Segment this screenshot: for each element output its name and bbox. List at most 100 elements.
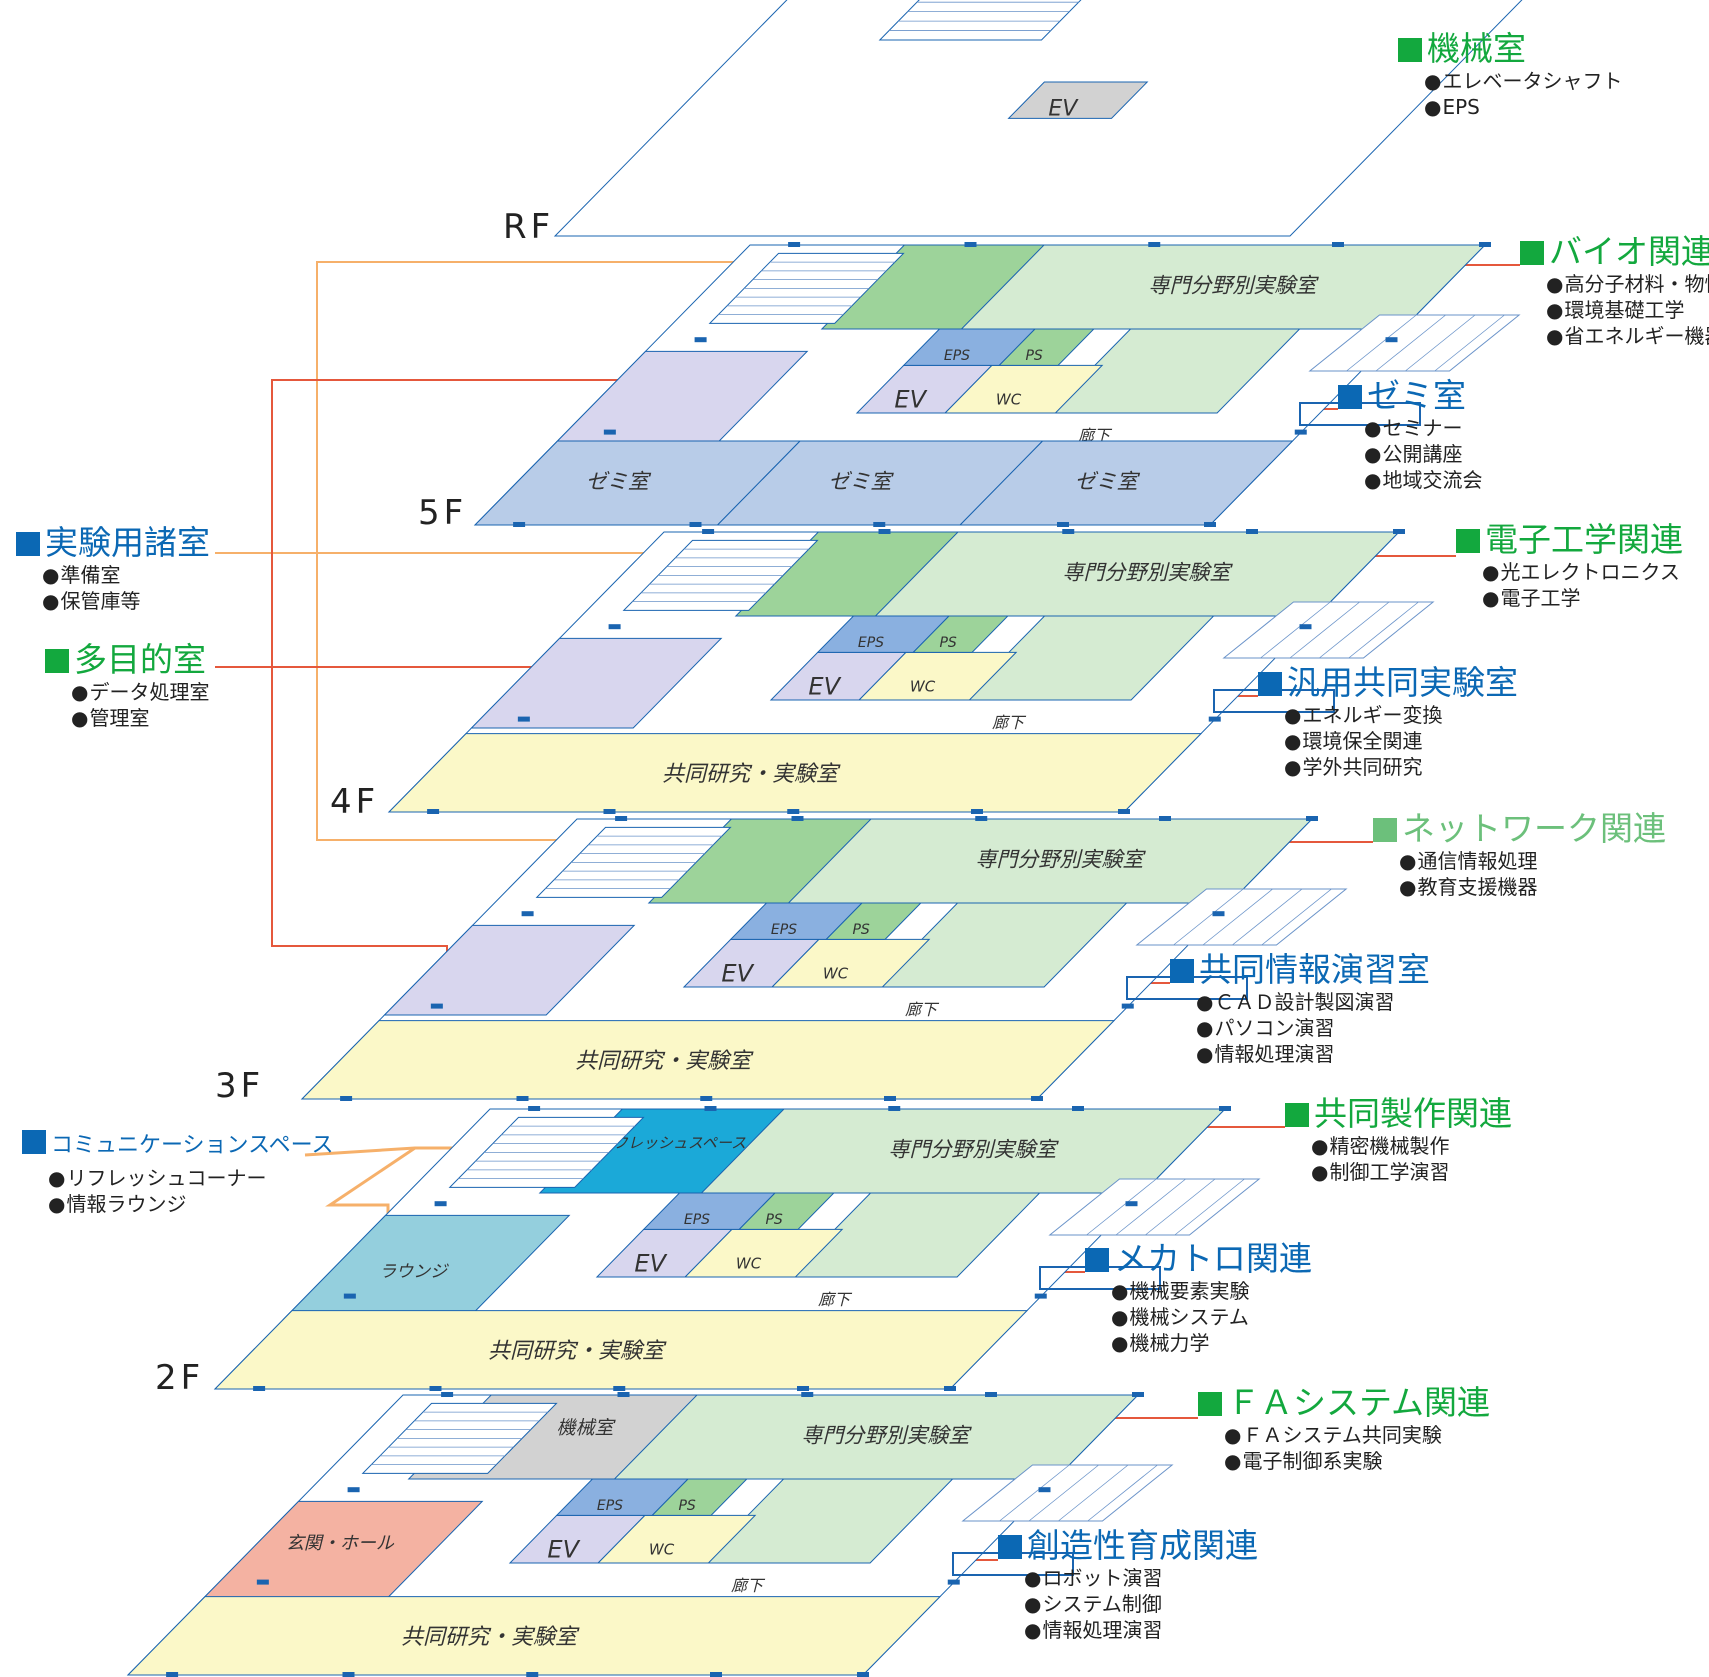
legend-12: ＦＡシステム関連ＦＡシステム共同実験電子制御系実験 — [1198, 1384, 1490, 1474]
zemi-label-1: ゼミ室 — [586, 470, 652, 494]
ps-room — [651, 1478, 748, 1516]
legend-items: エネルギー変換環境保全関連学外共同研究 — [1258, 702, 1518, 780]
legend-item: 高分子材料・物性 — [1546, 271, 1709, 297]
legend-item: ＦＡシステム共同実験 — [1224, 1422, 1490, 1448]
ps-label: PS — [678, 1498, 695, 1514]
refresh-label: リフレッシュスペース — [598, 1134, 746, 1152]
floor-3f-joint-lab — [300, 1020, 1116, 1100]
ev-label: EV — [721, 959, 754, 987]
legend-item: 制御工学演習 — [1311, 1159, 1512, 1185]
legend-10: コミュニケーションスペースリフレッシュコーナー情報ラウンジ — [22, 1127, 333, 1217]
wc-label: WC — [910, 678, 936, 696]
legend-items: ＣＡＤ設計製図演習パソコン演習情報処理演習 — [1170, 989, 1430, 1067]
legend-title: 汎用共同実験室 — [1258, 664, 1518, 702]
eps-label: EPS — [944, 348, 970, 364]
legend-item: 光エレクトロニクス — [1482, 559, 1683, 585]
legend-item: エネルギー変換 — [1284, 702, 1518, 728]
machine-label: 機械室 — [556, 1417, 616, 1439]
floor-4f-corridor-label: 廊下 — [992, 713, 1027, 732]
floor-1f-corridor-label: 廊下 — [731, 1576, 766, 1595]
wc-label: WC — [996, 391, 1022, 409]
floor-1f-joint-lab — [126, 1596, 942, 1676]
legend-items: 精密機械製作制御工学演習 — [1285, 1133, 1512, 1185]
legend-6: 汎用共同実験室エネルギー変換環境保全関連学外共同研究 — [1258, 664, 1518, 780]
floor-4f-joint-lab — [387, 733, 1203, 813]
floor-3f-lab-ext — [873, 902, 1128, 988]
legend-items: 通信情報処理教育支援機器 — [1373, 848, 1666, 900]
square-bullet-icon — [45, 649, 69, 673]
legend-11: メカトロ関連機械要素実験機械システム機械力学 — [1085, 1240, 1312, 1356]
floor-2f-lab-ext — [786, 1192, 1041, 1278]
legend-1: バイオ関連高分子材料・物性環境基礎工学省エネルギー機器 — [1520, 233, 1709, 349]
ps-room — [912, 615, 1009, 653]
floor-4f-joint-label: 共同研究・実験室 — [662, 762, 841, 787]
legend-items: リフレッシュコーナー情報ラウンジ — [22, 1165, 333, 1217]
stair — [878, 0, 1082, 41]
legend-item: 保管庫等 — [42, 588, 210, 614]
floor-2f-joint-lab — [213, 1310, 1029, 1390]
floor-rf: EV — [553, 0, 1523, 237]
floor-2f-joint-label: 共同研究・実験室 — [488, 1339, 667, 1364]
legend-item: 情報処理演習 — [1196, 1041, 1430, 1067]
ps-label: PS — [852, 922, 869, 938]
floor-5f-label: 5F — [418, 493, 467, 533]
legend-item: 機械力学 — [1111, 1330, 1312, 1356]
square-bullet-icon — [1456, 529, 1480, 553]
square-bullet-icon — [1520, 241, 1544, 265]
legend-item: 機械要素実験 — [1111, 1278, 1312, 1304]
legend-title: 創造性育成関連 — [998, 1527, 1258, 1565]
legend-items: データ処理室管理室 — [45, 679, 209, 731]
legend-title: 機械室 — [1398, 30, 1622, 68]
legend-item: 環境保全関連 — [1284, 728, 1518, 754]
lounge-label: ラウンジ — [379, 1262, 449, 1282]
square-bullet-icon — [22, 1130, 46, 1154]
legend-8: 共同情報演習室ＣＡＤ設計製図演習パソコン演習情報処理演習 — [1170, 951, 1430, 1067]
lobby-label: 玄関・ホール — [286, 1533, 395, 1554]
legend-item: 環境基礎工学 — [1546, 297, 1709, 323]
legend-items: エレベータシャフトEPS — [1398, 68, 1622, 120]
wc-room — [770, 938, 931, 988]
floor-4f-label: 4F — [330, 782, 379, 822]
legend-title: バイオ関連 — [1520, 233, 1709, 271]
legend-title: メカトロ関連 — [1085, 1240, 1312, 1278]
legend-item: 地域交流会 — [1364, 467, 1482, 493]
wc-room — [943, 364, 1104, 414]
legend-item: 教育支援機器 — [1399, 874, 1666, 900]
legend-item: 電子制御系実験 — [1224, 1448, 1490, 1474]
floor-rf-label: RF — [503, 207, 554, 247]
legend-title: ＦＡシステム関連 — [1198, 1384, 1490, 1422]
legend-item: パソコン演習 — [1196, 1015, 1430, 1041]
ps-room — [738, 1192, 835, 1230]
legend-item: リフレッシュコーナー — [48, 1165, 333, 1191]
eps-label: EPS — [858, 635, 884, 651]
square-bullet-icon — [998, 1535, 1022, 1559]
floor-4f-lab-label: 専門分野別実験室 — [1062, 561, 1233, 585]
ev-shaft — [1007, 81, 1149, 119]
wc-room — [857, 651, 1018, 701]
wc-label: WC — [649, 1541, 675, 1559]
wc-label: WC — [823, 965, 849, 983]
square-bullet-icon — [1085, 1248, 1109, 1272]
ps-label: PS — [1025, 348, 1042, 364]
floor-4f-lab-ext — [960, 615, 1215, 701]
legend-item: 準備室 — [42, 562, 210, 588]
floor-2f-lab-label: 専門分野別実験室 — [888, 1138, 1059, 1162]
square-bullet-icon — [1285, 1103, 1309, 1127]
legend-item: セミナー — [1364, 415, 1482, 441]
floor-5f-lab-ext — [1046, 328, 1301, 414]
legend-title: ゼミ室 — [1338, 377, 1482, 415]
zemi-label-3: ゼミ室 — [1075, 470, 1141, 494]
ps-label: PS — [939, 635, 956, 651]
rf-ev-label: EV — [1048, 97, 1079, 122]
floor-2f-corridor-label: 廊下 — [818, 1290, 853, 1309]
legend-items: ＦＡシステム共同実験電子制御系実験 — [1198, 1422, 1490, 1474]
legend-item: 機械システム — [1111, 1304, 1312, 1330]
eps-label: EPS — [684, 1212, 710, 1228]
legend-title: コミュニケーションスペース — [22, 1127, 333, 1165]
square-bullet-icon — [1338, 385, 1362, 409]
